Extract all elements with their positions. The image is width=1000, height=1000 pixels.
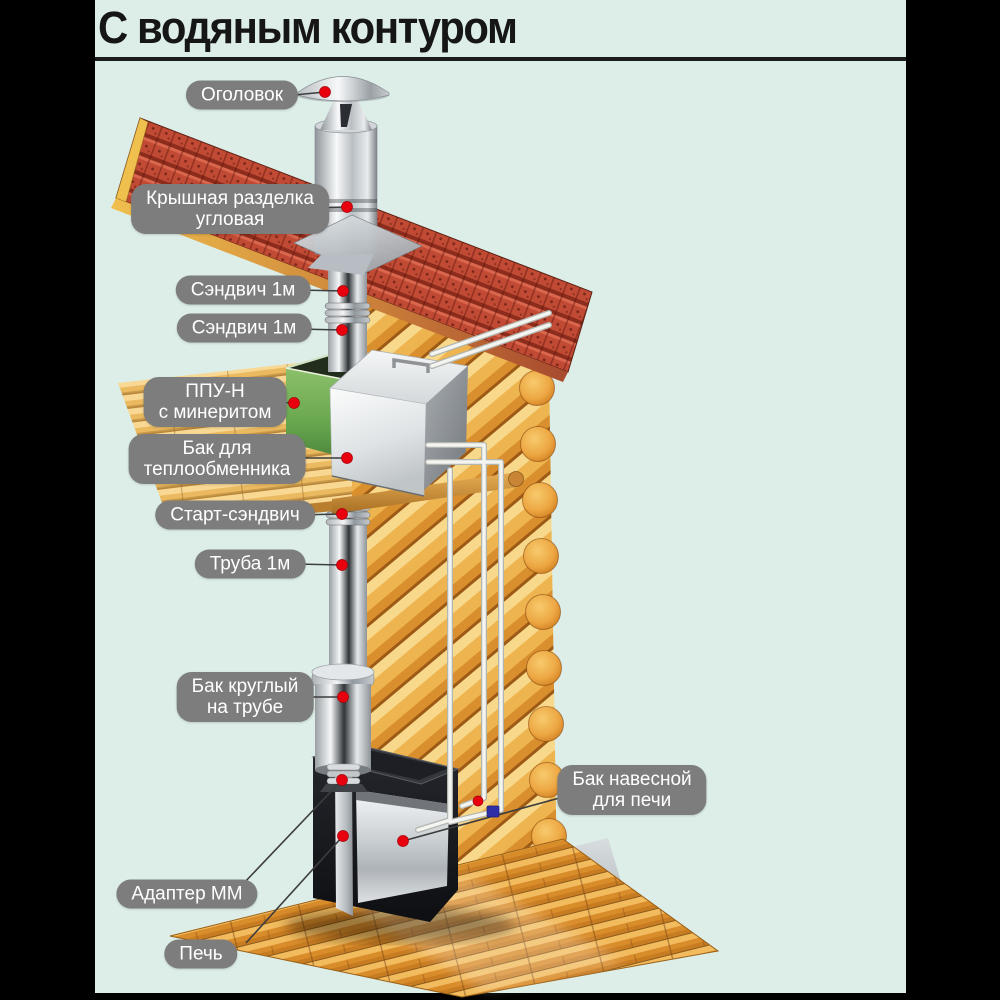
marker-sandwich-upper: [337, 285, 349, 297]
marker-truba-1m: [336, 559, 348, 571]
roof-flashing: [293, 214, 423, 275]
callout-sandwich-1m-upper: Сэндвич 1м: [175, 275, 311, 305]
callout-sandwich-1m-lower: Сэндвич 1м: [176, 313, 312, 343]
round-tank-on-pipe: [311, 663, 375, 776]
chimney-cap: [296, 76, 390, 102]
marker-start-sandwich: [336, 508, 348, 520]
marker-bak-teploobmennika: [341, 452, 353, 464]
markers: [288, 86, 500, 847]
marker-ppu-n: [288, 397, 300, 409]
roof-gable-edge: [115, 117, 149, 203]
page-title: С водяным контуром: [98, 2, 518, 53]
stove-corner-trim: [335, 768, 353, 916]
callout-pech: Печь: [164, 939, 238, 969]
marker-kryshnaya-razdelka: [341, 201, 353, 213]
tank-handle: [392, 357, 430, 373]
callout-start-sandwich: Старт-сэндвич: [155, 500, 315, 530]
chimney-lower: [311, 498, 375, 792]
marker-bak-navesnoj: [397, 835, 409, 847]
marker-pech: [337, 830, 349, 842]
marker-bak-kruglyj: [337, 691, 349, 703]
title-divider: [95, 57, 906, 61]
callout-truba-1m: Труба 1м: [194, 549, 306, 579]
marker-valve-blue: [486, 805, 500, 818]
pipe-1m: [329, 498, 367, 678]
callout-ogolovok: Оголовок: [185, 80, 299, 110]
marker-wall-pipe: [472, 795, 484, 807]
marker-adapter-mm: [336, 774, 348, 786]
floor-beam: [332, 472, 518, 514]
sandwich-joint: [324, 302, 371, 324]
marker-sandwich-lower: [336, 324, 348, 336]
callout-adapter-mm: Адаптер ММ: [116, 879, 258, 909]
marker-ogolovok: [319, 86, 331, 98]
